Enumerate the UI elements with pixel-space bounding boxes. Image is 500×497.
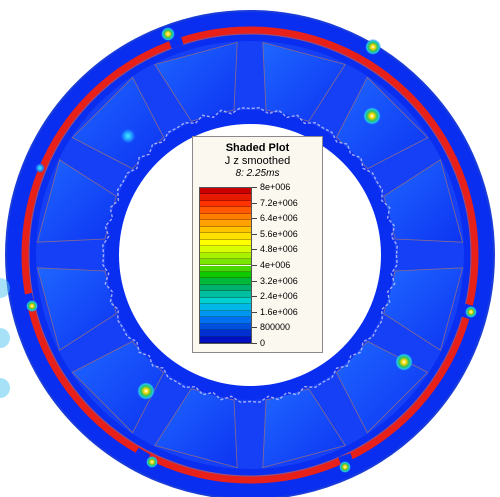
legend-tick-mark — [252, 327, 257, 329]
legend-quantity: J z smoothed — [224, 155, 291, 167]
legend-color-band — [200, 207, 251, 214]
legend-color-band — [200, 233, 251, 240]
conductor-ring — [21, 26, 479, 484]
legend-tick-label: 0 — [260, 338, 266, 348]
legend-tick-label: 800000 — [260, 322, 291, 333]
slot-segment — [383, 267, 464, 351]
slot-segment — [71, 76, 165, 170]
legend-color-band — [200, 284, 251, 292]
legend-tick-label: 2.4e+006 — [260, 291, 298, 302]
legend-color-band — [200, 304, 251, 311]
legend-color-band — [200, 323, 251, 331]
legend-tick-label: 5.6e+006 — [260, 228, 298, 239]
air-gap-boundary — [102, 107, 398, 403]
watermark-fragment — [0, 268, 12, 418]
legend-tick-mark — [252, 265, 257, 266]
legend-color-band — [200, 259, 251, 266]
legend-color-band — [200, 291, 251, 298]
legend-color-band — [200, 188, 251, 195]
slot-segment — [383, 159, 464, 243]
slot-segment — [36, 159, 117, 243]
slot-segment — [262, 388, 346, 469]
legend-tick-label: 6.4e+006 — [260, 213, 298, 224]
legend-color-band — [200, 265, 251, 272]
slot-segment — [154, 388, 238, 469]
slot-segment — [154, 41, 238, 122]
legend-tick-mark — [252, 343, 257, 344]
legend-color-band — [200, 310, 251, 318]
hot-spots — [26, 27, 477, 473]
legend-color-band — [200, 330, 251, 337]
legend-tick-label: 7.2e+006 — [260, 197, 298, 208]
outer-ring-edge — [5, 10, 495, 497]
legend-colorbar — [199, 187, 252, 344]
shaded-plot-legend[interactable]: Shaded Plot J z smoothed 8: 2.25ms 8e+00… — [192, 136, 323, 353]
legend-tick-mark — [252, 202, 257, 204]
legend-color-band — [200, 271, 251, 279]
legend-tick-mark — [252, 218, 257, 220]
legend-color-band — [200, 200, 251, 208]
legend-tick-label: 1.6e+006 — [260, 306, 298, 317]
legend-color-band — [200, 239, 251, 247]
legend-color-band — [200, 213, 251, 221]
legend-color-band — [200, 246, 251, 253]
slot-segment — [335, 76, 429, 170]
legend-tick-mark — [252, 249, 257, 251]
legend-tick-label: 8e+006 — [260, 182, 291, 192]
legend-tick-mark — [252, 311, 257, 313]
legend-tick-label: 3.2e+006 — [260, 275, 298, 286]
legend-title: Shaded Plot — [225, 142, 290, 154]
legend-tick-mark — [252, 187, 257, 188]
legend-tick-mark — [252, 296, 257, 298]
legend-color-band — [200, 317, 251, 324]
legend-tick-label: 4.8e+006 — [260, 244, 298, 255]
legend-tick-label: 4e+006 — [260, 260, 291, 270]
legend-color-band — [200, 252, 251, 260]
legend-color-band — [200, 278, 251, 285]
conductor-ring-inner-edge — [28, 33, 472, 477]
legend-tick-mark — [252, 233, 257, 235]
legend-color-band — [200, 220, 251, 227]
ring-gaps — [22, 35, 475, 467]
legend-color-band — [200, 297, 251, 305]
legend-tick-mark — [252, 280, 257, 282]
legend-color-band — [200, 194, 251, 201]
legend-color-band — [200, 226, 251, 234]
legend-step: 8: 2.25ms — [235, 168, 280, 179]
slot-segment — [262, 41, 346, 122]
slot-segment — [36, 267, 117, 351]
legend-color-band — [200, 336, 251, 343]
